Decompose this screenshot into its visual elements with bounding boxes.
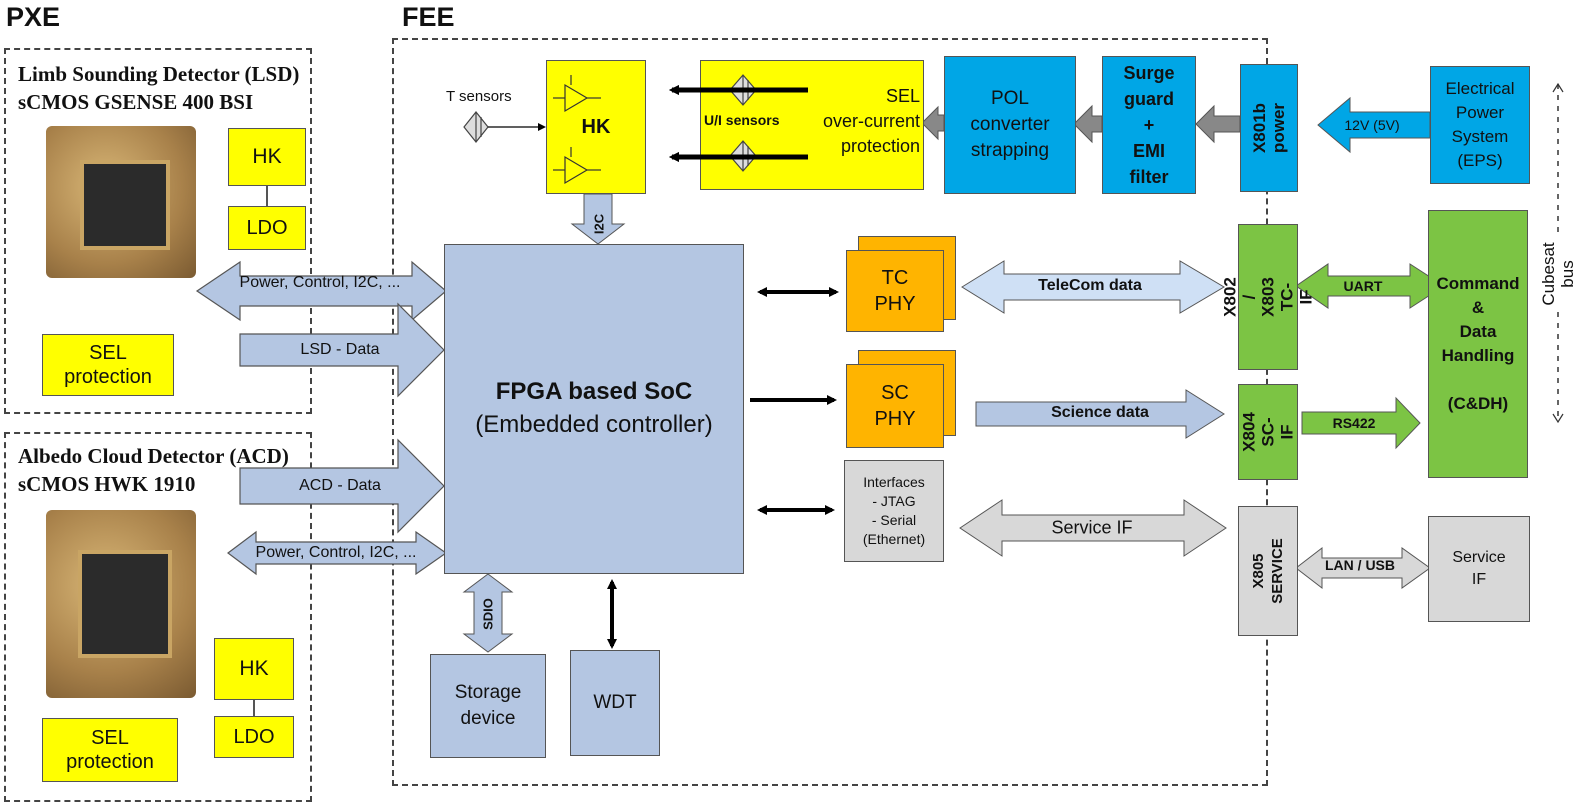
acd-title: Albedo Cloud Detector (ACD) sCMOS HWK 19… [18,444,289,496]
rs422-arrow [1301,396,1421,450]
fpga-soc-box: FPGA based SoC (Embedded controller) [444,244,744,574]
lsd-hk-box: HK [228,128,306,186]
science-arrow [975,389,1225,439]
lsd-data-arrow [239,302,445,398]
lsd-sensor-chip [46,126,196,278]
lsd-data-label: LSD - Data [300,341,380,358]
surge-guard-box: Surge guard + EMI filter [1102,56,1196,194]
i2c-label: I2C [591,213,607,235]
t-sensors-label: T sensors [446,88,512,105]
fpga-soc-title: FPGA based SoC [495,378,693,405]
sdio-arrow [462,573,514,653]
sc-phy-box: SC PHY [846,364,944,448]
science-label: Science data [1051,404,1149,421]
x804-sc-if-box: X804 SC-IF [1238,384,1298,480]
lsd-sel-protection-box: SEL protection [42,334,174,396]
x802-label: X802 / X803 TC-IF [1220,277,1316,317]
surge-to-pol-arrow [1073,104,1103,144]
eps-box: Electrical Power System (EPS) [1430,66,1530,184]
acd-ldo-box: LDO [214,716,294,758]
x802-tc-if-box: X802 / X803 TC-IF [1221,224,1316,370]
lsd-title: Limb Sounding Detector (LSD) sCMOS GSENS… [18,62,300,114]
x801b-to-surge-arrow [1195,104,1241,144]
pol-to-sel-arrow [921,105,945,141]
lsd-region [4,48,312,414]
acd-sensor-chip [46,510,196,698]
cubesat-bus-label: Cubesat bus [1539,242,1576,306]
sdio-label: SDIO [480,598,496,630]
wdt-box: WDT [570,650,660,756]
eps-link-label: 12V (5V) [1344,117,1400,133]
lsd-power-label: Power, Control, I2C, ... [239,274,401,291]
i2c-arrow [570,193,626,245]
pxe-title: PXE [6,2,61,32]
fee-hk-label: HK [581,115,611,138]
rs422-label: RS422 [1332,415,1376,431]
lsd-ldo-box: LDO [228,206,306,250]
sel-overcurrent-label: SEL over-current protection [822,86,920,156]
x805-label: X805 SERVICE [1250,538,1286,604]
x801b-power-box: X801b power [1240,64,1298,192]
storage-device-box: Storage device [430,654,546,758]
service-if-link-label: Service IF [1051,517,1133,538]
amplifier-icon [553,75,601,185]
acd-hk-box: HK [214,638,294,700]
telecom-arrow [961,260,1225,314]
x805-service-box: X805 SERVICE [1238,506,1298,636]
acd-region [4,432,312,802]
eps-power-arrow [1317,96,1431,154]
acd-data-arrow [239,438,445,534]
uart-label: UART [1343,278,1383,294]
x804-label: X804 SC-IF [1239,412,1297,452]
x801b-label: X801b power [1250,102,1288,154]
cdh-box: Command & Data Handling (C&DH) [1428,210,1528,478]
acd-power-label: Power, Control, I2C, ... [255,544,417,561]
lan-usb-label: LAN / USB [1325,557,1395,573]
acd-sel-protection-box: SEL protection [42,718,178,782]
fee-title: FEE [402,2,455,32]
pol-converter-box: POL converter strapping [944,56,1076,194]
service-if-arrow [959,499,1227,557]
t-sensor-icon [463,111,489,143]
interfaces-box: Interfaces - JTAG - Serial (Ethernet) [844,460,944,562]
ui-sensors-label: U/I sensors [704,112,780,128]
tc-phy-box: TC PHY [846,250,944,332]
fee-hk-box: HK [546,60,646,194]
pol-converter-label: POL converter strapping [970,88,1050,161]
service-if-box: Service IF [1428,516,1530,622]
fpga-soc-subtitle: (Embedded controller) [475,411,713,438]
telecom-label: TeleCom data [1038,277,1142,294]
acd-data-label: ACD - Data [299,477,381,494]
